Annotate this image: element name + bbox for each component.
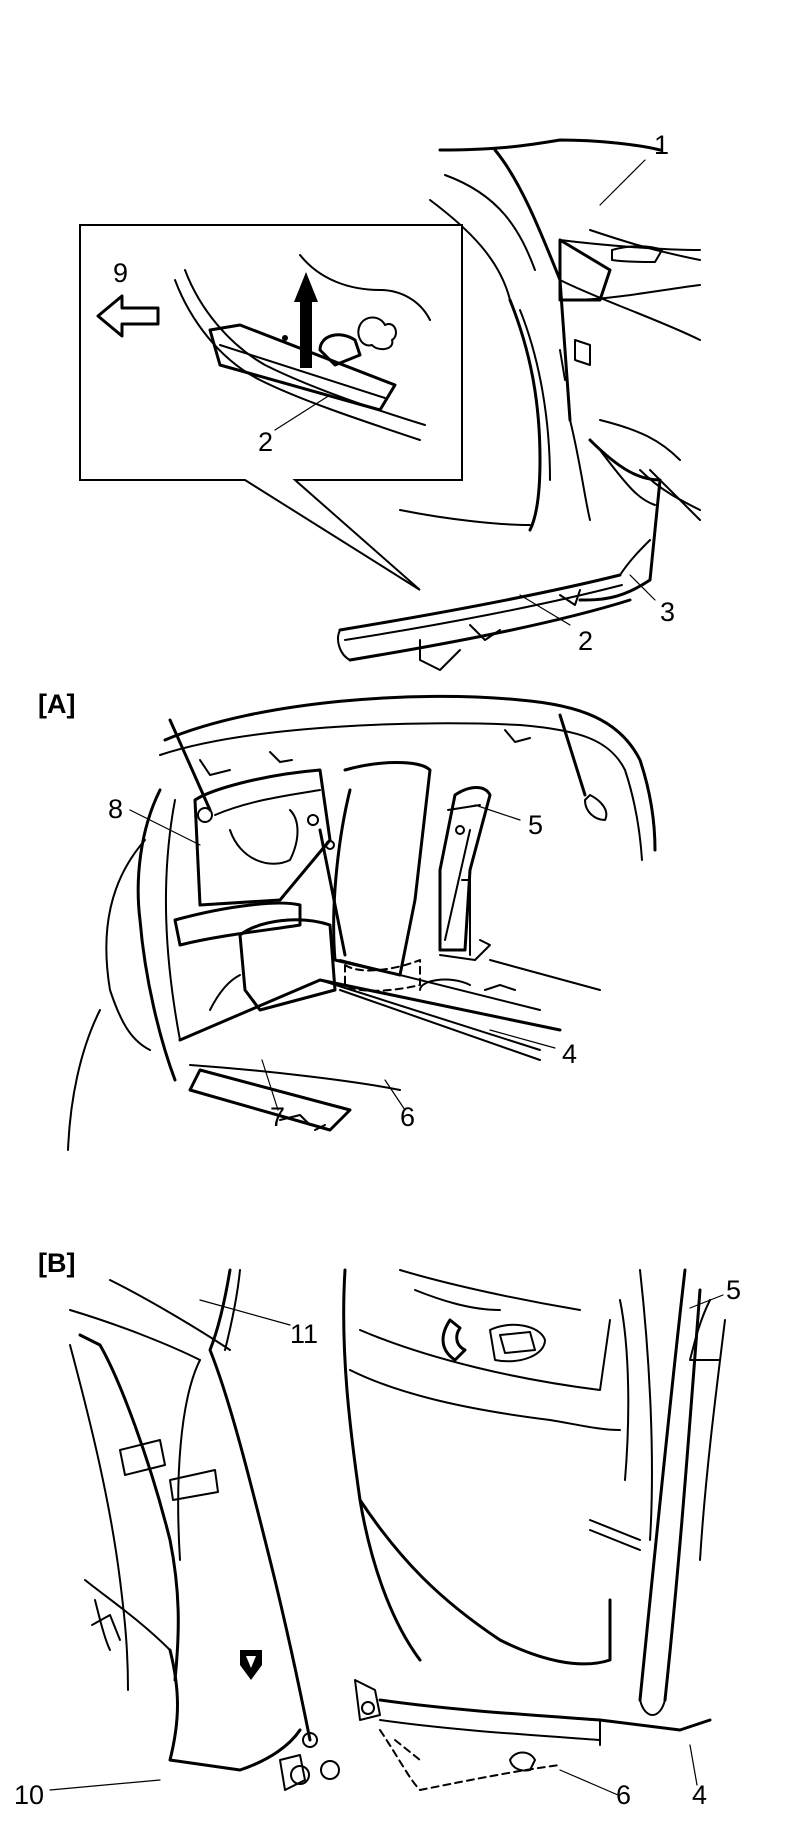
hollow-left-arrow-icon	[96, 294, 160, 338]
callout-5-b: 5	[726, 1275, 741, 1305]
callout-4-b: 4	[692, 1780, 707, 1810]
figure-b	[49, 1268, 726, 1796]
callout-8: 8	[108, 794, 123, 824]
callout-2-inset: 2	[258, 427, 273, 457]
top-figure	[79, 138, 701, 671]
callout-1: 1	[654, 130, 669, 160]
callout-6-b: 6	[616, 1780, 631, 1810]
section-b-label: [B]	[38, 1248, 75, 1278]
callout-7: 7	[270, 1102, 285, 1132]
up-arrow-icon	[294, 272, 318, 368]
callout-9: 9	[113, 258, 128, 288]
callout-10: 10	[14, 1780, 44, 1810]
figure-a	[67, 694, 657, 1151]
callout-11: 11	[290, 1319, 318, 1349]
callout-3: 3	[660, 597, 675, 627]
callout-4-a: 4	[562, 1039, 577, 1069]
section-a-label: [A]	[38, 689, 75, 719]
callout-2: 2	[578, 626, 593, 656]
inset-detail	[96, 254, 431, 441]
callout-6-a: 6	[400, 1102, 415, 1132]
callout-5-a: 5	[528, 810, 543, 840]
